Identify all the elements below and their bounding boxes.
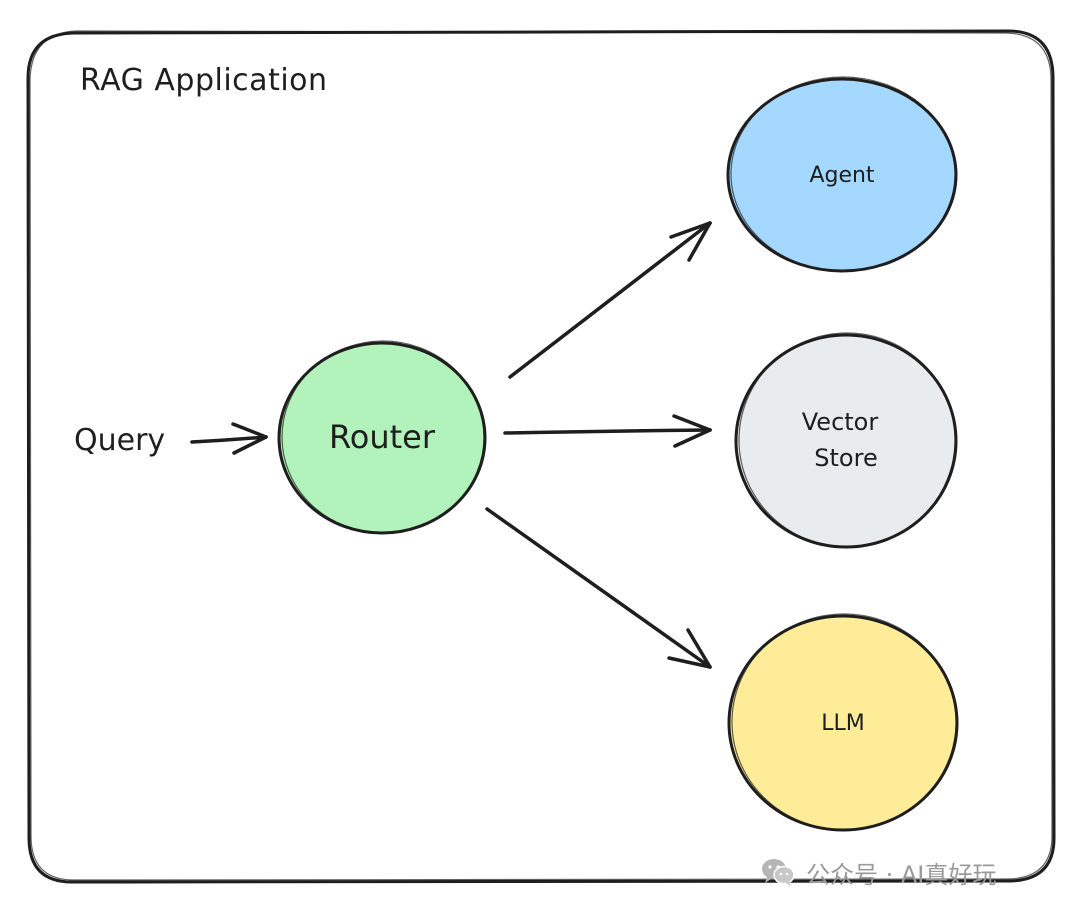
container-title: RAG Application — [80, 63, 328, 98]
arrow-router-llm — [485, 507, 712, 669]
watermark: 公众号 · AI真好玩 — [760, 852, 996, 892]
arrow-router-vector-store — [503, 414, 712, 448]
watermark-text: 公众号 · AI真好玩 — [806, 860, 997, 889]
agent-node: Agent — [726, 76, 958, 273]
router-label: Router — [329, 418, 436, 456]
wechat-icon — [762, 859, 795, 886]
container-box — [26, 29, 1056, 884]
vector-store-node: Vector Store — [734, 332, 958, 549]
vector-store-label-line2: Store — [814, 444, 877, 472]
router-node: Router — [277, 340, 487, 535]
arrow-query-router — [190, 422, 268, 455]
vector-store-label-line1: Vector — [802, 408, 879, 436]
llm-label: LLM — [821, 711, 865, 736]
llm-node: LLM — [727, 613, 959, 832]
arrow-router-agent — [508, 221, 712, 379]
query-label: Query — [74, 423, 165, 458]
agent-label: Agent — [809, 163, 874, 188]
